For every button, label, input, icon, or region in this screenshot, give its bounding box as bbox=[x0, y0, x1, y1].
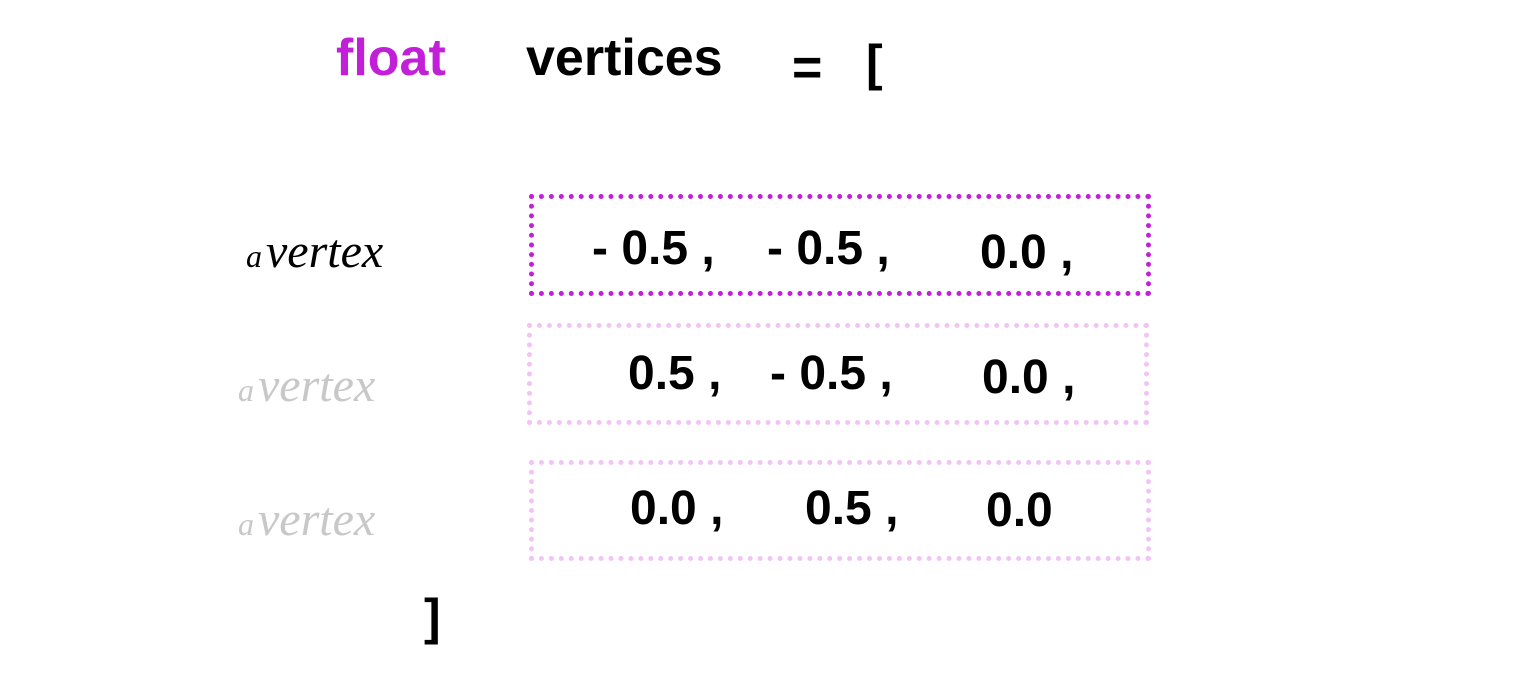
vertex-label: a vertex bbox=[238, 496, 375, 544]
vertex-label-article: a bbox=[238, 506, 254, 542]
equals-sign: = bbox=[792, 39, 823, 97]
vertex-label: a vertex bbox=[238, 362, 375, 410]
type-keyword: float bbox=[336, 29, 446, 87]
close-bracket: ] bbox=[424, 589, 441, 645]
vertex-label: a vertex bbox=[246, 228, 383, 276]
open-bracket: [ bbox=[866, 35, 883, 91]
vertex-y-value: - 0.5 , bbox=[767, 222, 890, 275]
vertex-box: 0.5 , - 0.5 , 0.0 , bbox=[527, 323, 1149, 425]
vertex-x-value: 0.0 , bbox=[630, 482, 724, 535]
variable-name: vertices bbox=[526, 29, 723, 87]
vertex-box: - 0.5 , - 0.5 , 0.0 , bbox=[529, 194, 1151, 296]
vertex-label-word: vertex bbox=[258, 359, 376, 412]
vertex-y-value: 0.5 , bbox=[805, 482, 899, 535]
vertex-label-word: vertex bbox=[258, 493, 376, 546]
vertex-label-article: a bbox=[238, 372, 254, 408]
vertex-z-value: 0.0 , bbox=[982, 351, 1076, 404]
vertex-z-value: 0.0 , bbox=[980, 226, 1074, 279]
vertex-label-article: a bbox=[246, 238, 262, 274]
vertex-label-word: vertex bbox=[266, 225, 384, 278]
vertex-x-value: 0.5 , bbox=[628, 347, 722, 400]
vertex-x-value: - 0.5 , bbox=[592, 222, 715, 275]
vertex-z-value: 0.0 bbox=[986, 484, 1053, 537]
vertex-box: 0.0 , 0.5 , 0.0 bbox=[529, 460, 1151, 561]
vertex-y-value: - 0.5 , bbox=[770, 347, 893, 400]
